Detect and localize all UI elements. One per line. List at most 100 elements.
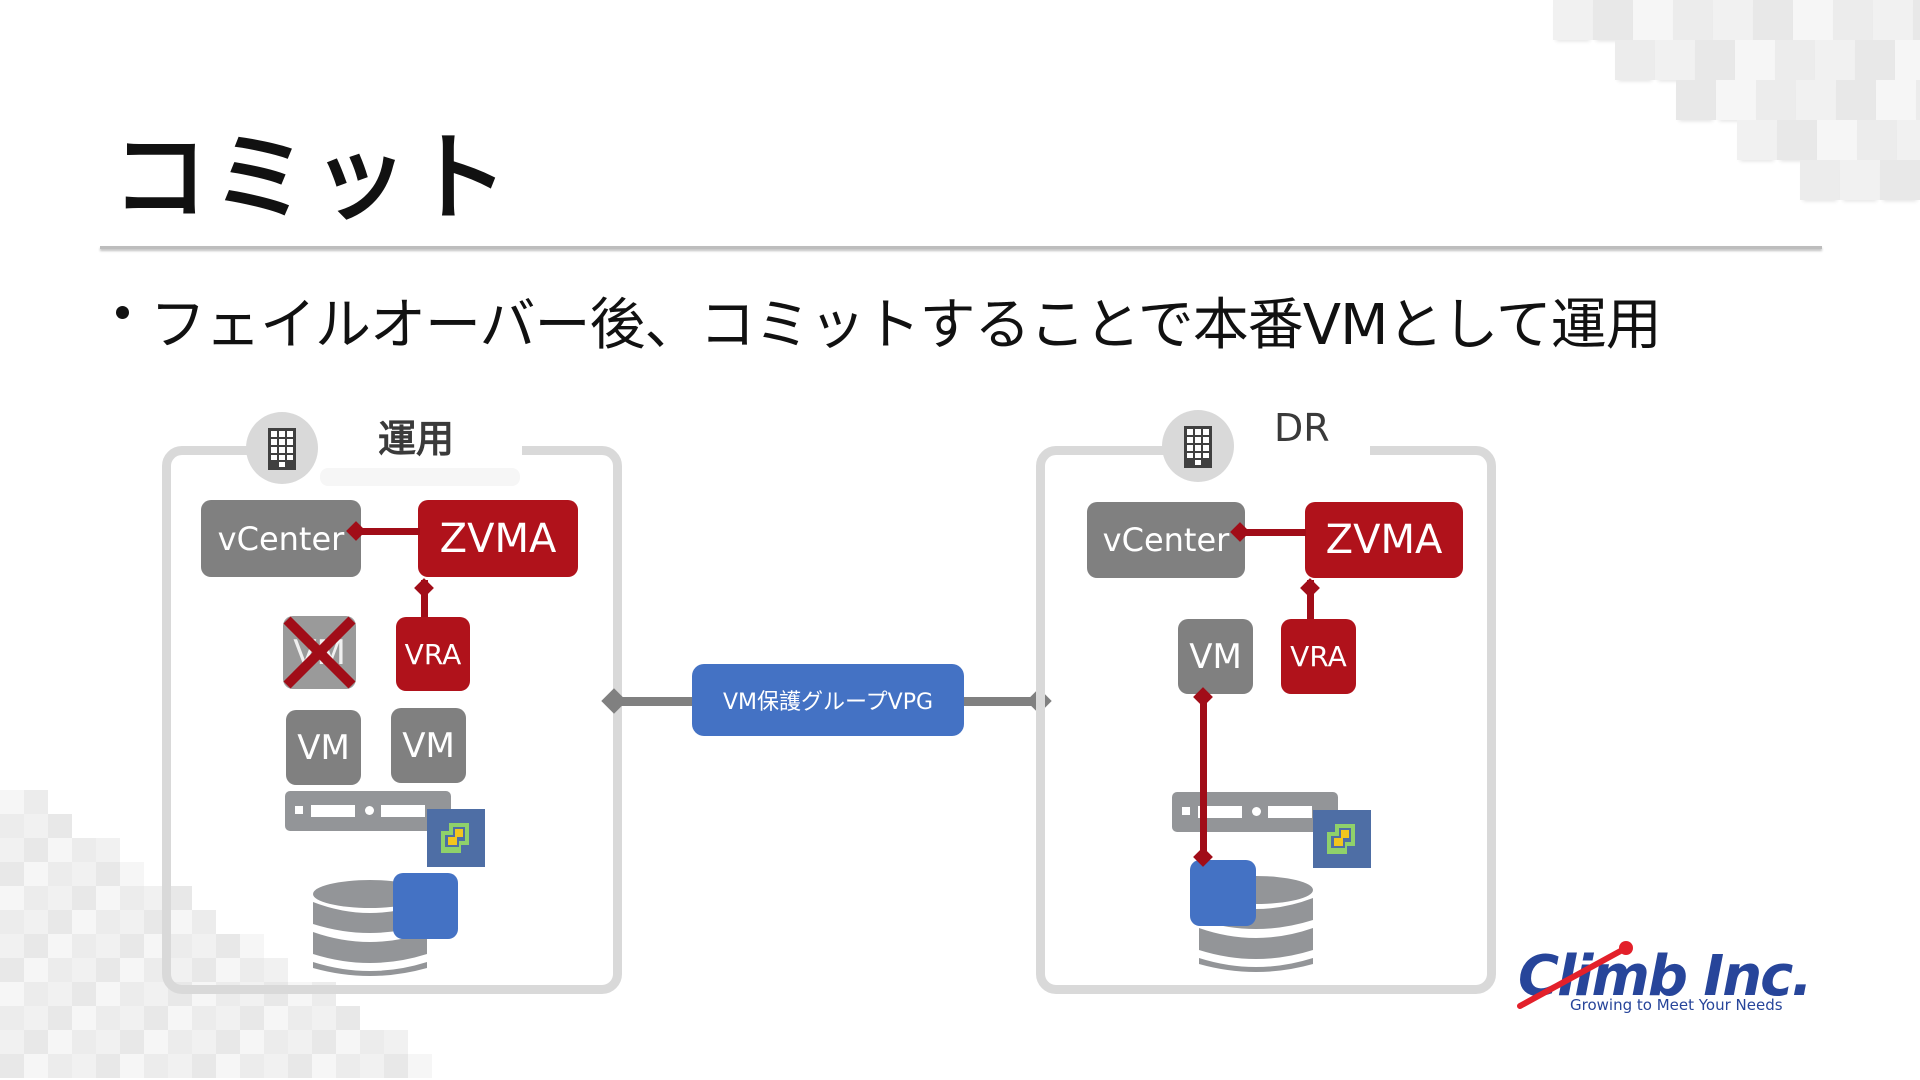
tile (72, 982, 96, 1006)
tile (0, 886, 24, 910)
connector (1200, 694, 1207, 860)
tile (120, 1006, 144, 1030)
tile (0, 814, 24, 838)
tile (72, 838, 96, 862)
tile (0, 838, 24, 862)
tile (72, 958, 96, 982)
bullet-text: フェイルオーバー後、コミットすることで本番VMとして運用 (150, 293, 1662, 358)
connector (1307, 580, 1314, 620)
tile (96, 886, 120, 910)
tile (264, 1030, 288, 1054)
tile (312, 1006, 336, 1030)
tile (1855, 40, 1895, 80)
tile (1655, 40, 1695, 80)
title-divider (100, 246, 1822, 249)
logo-tagline: Growing to Meet Your Needs (1570, 996, 1783, 1014)
tile (120, 958, 144, 982)
tile (312, 1054, 336, 1078)
tile (336, 1054, 360, 1078)
tile (1695, 40, 1735, 80)
tile (1553, 0, 1593, 40)
tile (1735, 40, 1775, 80)
tile (1775, 40, 1815, 80)
tile (1593, 0, 1633, 40)
tile (48, 1054, 72, 1078)
company-logo: Climb Inc. Growing to Meet Your Needs (1517, 941, 1813, 1014)
tile (72, 862, 96, 886)
tile (288, 1054, 312, 1078)
tile (360, 1054, 384, 1078)
tile (312, 1030, 336, 1054)
tile (1800, 160, 1840, 200)
building-icon (246, 412, 318, 484)
tile (120, 862, 144, 886)
tile (336, 1006, 360, 1030)
logo-swoosh-icon (1517, 941, 1633, 1009)
tile (408, 1054, 432, 1078)
tile (1880, 160, 1920, 200)
tile (1836, 80, 1876, 120)
tile (24, 862, 48, 886)
tile (120, 910, 144, 934)
vsphere-icon (1313, 810, 1371, 868)
label-shadow (320, 468, 520, 486)
tile (1916, 80, 1920, 120)
tile (1633, 0, 1673, 40)
tile (216, 1030, 240, 1054)
server-icon (1172, 792, 1338, 832)
tile (96, 982, 120, 1006)
tile (168, 1006, 192, 1030)
failed-vm-box: VM (283, 616, 356, 689)
tile (216, 958, 240, 982)
tile (168, 910, 192, 934)
tile (264, 958, 288, 982)
tile (24, 814, 48, 838)
vra-box: VRA (396, 617, 470, 691)
vcenter-box: vCenter (201, 500, 361, 577)
building-icon (1162, 410, 1234, 482)
tile (0, 1006, 24, 1030)
tile (1737, 120, 1777, 160)
tile (24, 790, 48, 814)
tile (216, 1054, 240, 1078)
tile (96, 1054, 120, 1078)
tile (240, 1006, 264, 1030)
tile (1713, 0, 1753, 40)
tile (360, 1030, 384, 1054)
tile (240, 1054, 264, 1078)
tile (48, 886, 72, 910)
tile (1815, 40, 1855, 80)
tile (1756, 80, 1796, 120)
tile (120, 1030, 144, 1054)
tile (1873, 0, 1913, 40)
tile (168, 886, 192, 910)
tile (1793, 0, 1833, 40)
site-label: DR (1274, 406, 1330, 450)
tile (192, 958, 216, 982)
tile (216, 934, 240, 958)
site-label: 運用 (378, 417, 455, 461)
zvma-box: ZVMA (1305, 502, 1463, 578)
tile (264, 1054, 288, 1078)
tile (24, 1006, 48, 1030)
slide-title: コミット (112, 122, 512, 234)
tile (0, 982, 24, 1006)
tile (384, 1054, 408, 1078)
tile (144, 982, 168, 1006)
tile (24, 838, 48, 862)
tile (48, 934, 72, 958)
tile (1817, 120, 1857, 160)
replicated-disk (1190, 860, 1256, 926)
tile (240, 1030, 264, 1054)
tile (192, 1030, 216, 1054)
tile (168, 934, 192, 958)
tile (240, 934, 264, 958)
tile (0, 910, 24, 934)
tile (1897, 120, 1920, 160)
tile (48, 838, 72, 862)
tile (72, 1030, 96, 1054)
vm-box: VM (1178, 619, 1253, 694)
tile (144, 1006, 168, 1030)
tile (192, 1006, 216, 1030)
tile (48, 862, 72, 886)
